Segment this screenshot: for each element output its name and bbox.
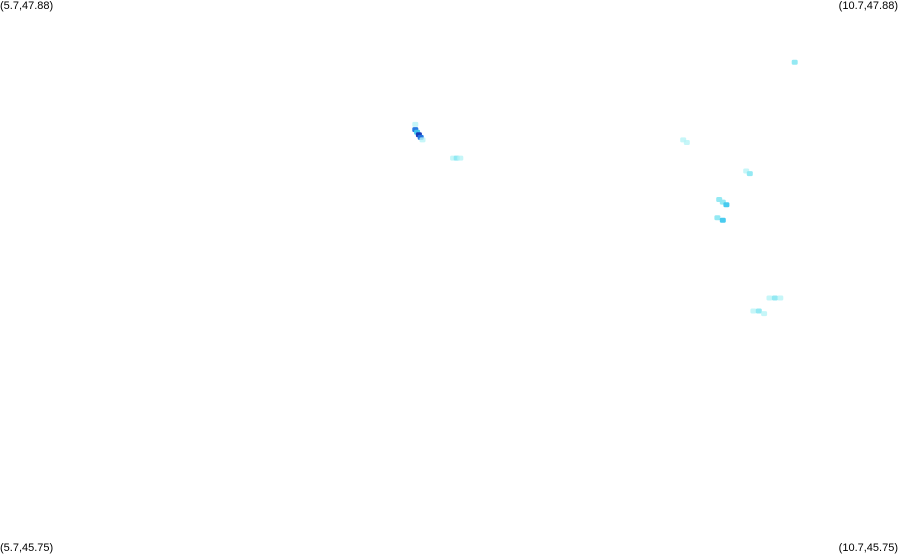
density-cluster [743,168,753,177]
density-cell [683,140,690,145]
density-cell [419,137,426,143]
density-cluster [450,155,464,161]
density-cluster [680,137,690,145]
corner-label-bottom-right: (10.7,45.75) [838,542,898,554]
density-cell [746,171,753,177]
corner-label-top-left: (5.7,47.88) [0,0,54,12]
density-cell [777,295,784,301]
corner-label-bottom-left: (5.7,45.75) [0,542,54,554]
density-cell [723,202,730,208]
density-cell [412,121,419,127]
density-cell [719,217,726,223]
density-cluster [750,308,768,317]
density-cluster [412,121,426,143]
density-cluster [766,295,784,301]
density-cell [714,215,721,221]
density-cell [771,295,778,301]
density-cluster [714,215,726,223]
corner-label-top-right: (10.7,47.88) [838,0,898,12]
density-cell [755,308,762,314]
density-cluster [716,197,730,208]
density-cell [791,59,798,65]
density-cluster [791,59,798,65]
density-cell [761,311,768,317]
density-cell [457,155,464,161]
density-cell [766,295,773,301]
density-cluster-layer [412,59,798,317]
density-cell [750,308,757,314]
